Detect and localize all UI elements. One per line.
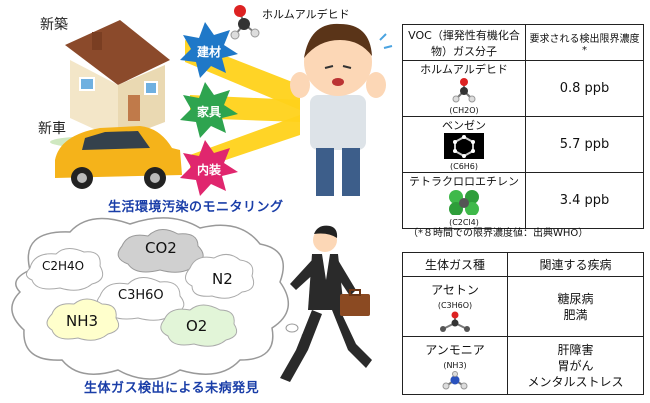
biogas-formula: (NH3) <box>443 360 467 370</box>
pollution-illustration <box>50 5 393 196</box>
disease-item: 肥満 <box>563 307 588 322</box>
voc-value-tetrachloroethylene: 3.4 ppb <box>525 172 644 229</box>
biogas-name: アセトン <box>431 282 479 297</box>
star-interior <box>180 140 238 196</box>
car-label: 新車 <box>38 121 66 137</box>
disease-item: メンタルストレス <box>527 374 624 389</box>
cloud-label-o2: O2 <box>186 317 208 335</box>
star-furniture <box>180 82 238 138</box>
voc-formula: (C6H6) <box>449 162 479 171</box>
voc-value-formaldehyde: 0.8 ppb <box>525 60 644 117</box>
car-icon <box>55 126 182 189</box>
biogas-diseases-ammonia: 肝障害 胃がん メンタルストレス <box>507 336 644 395</box>
formaldehyde-label: ホルムアルデヒド <box>262 8 350 21</box>
cloud-n2 <box>185 254 255 299</box>
voc-row-tetrachloroethylene: テトラクロロエチレン (C2Cl4) <box>402 172 526 229</box>
ammonia-molecule-icon <box>442 370 468 389</box>
biogas-header-disease: 関連する疾病 <box>507 252 644 277</box>
cloud-label-co2: CO2 <box>145 239 177 257</box>
disease-item: 胃がん <box>557 358 594 373</box>
disease-item: 糖尿病 <box>557 291 594 306</box>
biogas-row-acetone: アセトン (C3H6O) <box>402 276 508 337</box>
cloud-label-nh3: NH3 <box>66 312 99 330</box>
cloud-label-n2: N2 <box>212 270 233 288</box>
disease-item: 肝障害 <box>557 342 594 357</box>
star-building-materials <box>180 22 238 78</box>
voc-name: ベンゼン <box>442 119 486 132</box>
voc-header-molecule: VOC（揮発性有機化合物）ガス分子 <box>402 24 526 61</box>
star-label-interior: 内装 <box>197 163 222 177</box>
biogas-diseases-acetone: 糖尿病 肥満 <box>507 276 644 337</box>
voc-row-benzene: ベンゼン (C6H6) <box>402 116 526 173</box>
biogas-name: アンモニア <box>425 342 485 357</box>
cloud-label-c3h6o: C3H6O <box>118 288 164 303</box>
benzene-molecule-icon <box>444 133 484 159</box>
cloud-label-c2h4o: C2H4O <box>42 259 85 273</box>
star-label-furniture: 家具 <box>197 105 222 119</box>
biogas-row-ammonia: アンモニア (NH3) <box>402 336 508 395</box>
voc-value-benzene: 5.7 ppb <box>525 116 644 173</box>
biogas-header-gas: 生体ガス種 <box>402 252 508 277</box>
acetone-molecule-icon <box>440 311 470 332</box>
voc-header-limit: 要求される検出限界濃度* <box>525 24 644 61</box>
formaldehyde-molecule-icon <box>452 78 476 103</box>
star-label-building-materials: 建材 <box>197 45 222 59</box>
cloud-c2h4o <box>26 248 104 291</box>
cloud-nh3 <box>46 298 120 341</box>
voc-table: VOC（揮発性有機化合物）ガス分子 要求される検出限界濃度* ホルムアルデヒド … <box>402 24 644 229</box>
biogas-illustration <box>11 217 372 382</box>
voc-formula: (C2Cl4) <box>449 218 479 227</box>
voc-name: ホルムアルデヒド <box>420 63 508 76</box>
running-businessman-icon <box>280 225 372 382</box>
biogas-table: 生体ガス種 関連する疾病 アセトン (C3H6O) 糖尿病 肥満 アンモニア (… <box>402 252 644 395</box>
voc-formula: (CH2O) <box>449 106 479 115</box>
biogas-formula: (C3H6O) <box>437 300 473 310</box>
house-label: 新築 <box>40 17 68 33</box>
monitoring-caption: 生活環境汚染のモニタリング <box>108 200 284 215</box>
formaldehyde-molecule-icon <box>230 5 260 40</box>
voc-table-note: （*８時間での限界濃度値：出典WHO） <box>408 228 589 239</box>
biogas-caption: 生体ガス検出による未病発見 <box>84 381 260 396</box>
cloud-o2 <box>160 304 238 347</box>
voc-row-formaldehyde: ホルムアルデヒド (CH2O) <box>402 60 526 117</box>
tetrachloroethylene-molecule-icon <box>449 190 479 215</box>
coughing-boy-icon <box>290 23 393 196</box>
voc-name: テトラクロロエチレン <box>409 175 519 188</box>
